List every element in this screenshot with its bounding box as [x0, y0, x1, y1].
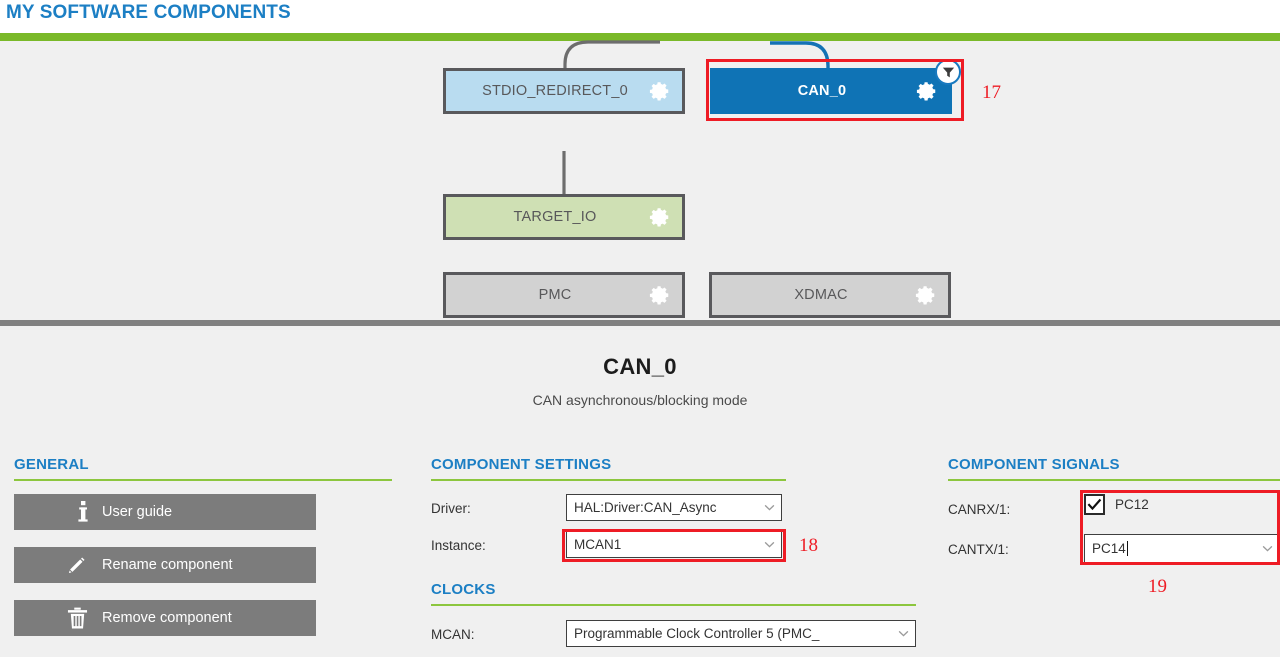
button-label: Rename component: [102, 557, 233, 573]
driver-label: Driver:: [431, 501, 471, 516]
text-caret: [1126, 541, 1128, 556]
block-xdmac[interactable]: XDMAC: [709, 272, 951, 318]
annotation-number-19: 19: [1148, 576, 1167, 597]
component-detail-panel: CAN_0 CAN asynchronous/blocking mode GEN…: [0, 326, 1280, 657]
section-rule-component-settings: [431, 479, 786, 481]
section-heading-component-signals: COMPONENT SIGNALS: [948, 456, 1120, 473]
user-guide-button[interactable]: User guide: [14, 494, 316, 530]
detail-title: CAN_0: [603, 354, 677, 379]
connector-wires: [563, 40, 830, 91]
diagram-canvas[interactable]: STDIO_REDIRECT_0 CAN_0: [0, 40, 1280, 320]
cantx-combobox[interactable]: PC14: [1084, 534, 1280, 563]
block-pmc[interactable]: PMC: [443, 272, 685, 318]
cantx-value-wrap: PC14: [1085, 541, 1255, 556]
chevron-down-icon[interactable]: [1255, 545, 1279, 552]
block-target-io[interactable]: TARGET_IO: [443, 194, 685, 240]
filter-icon[interactable]: [935, 59, 961, 85]
annotation-number-18: 18: [799, 535, 818, 556]
driver-value: HAL:Driver:CAN_Async: [574, 500, 717, 515]
info-icon: [14, 501, 88, 523]
detail-subtitle: CAN asynchronous/blocking mode: [532, 392, 748, 408]
gear-icon[interactable]: [638, 206, 682, 228]
block-label: STDIO_REDIRECT_0: [482, 83, 628, 99]
block-can-0[interactable]: CAN_0: [710, 68, 952, 114]
mcan-clock-label: MCAN:: [431, 627, 475, 642]
button-label: Remove component: [102, 610, 232, 626]
header-accent-rule: [0, 33, 1280, 41]
connector-stdio-target: [562, 151, 566, 196]
gear-icon[interactable]: [905, 80, 949, 102]
block-label: PMC: [538, 287, 572, 303]
panel-splitter[interactable]: [0, 320, 1280, 326]
section-rule-clocks: [431, 604, 916, 606]
gear-icon[interactable]: [638, 80, 682, 102]
cantx-label: CANTX/1:: [948, 542, 1009, 557]
gear-icon[interactable]: [904, 284, 948, 306]
gear-icon[interactable]: [638, 284, 682, 306]
canrx-checkbox-row[interactable]: PC12: [1084, 494, 1149, 515]
canrx-value: PC12: [1115, 497, 1149, 512]
section-rule-general: [14, 479, 392, 481]
chevron-down-icon[interactable]: [757, 541, 781, 548]
annotation-number-17: 17: [982, 82, 1001, 103]
block-label: XDMAC: [794, 287, 848, 303]
button-label: User guide: [102, 504, 173, 520]
block-stdio-redirect-0[interactable]: STDIO_REDIRECT_0: [443, 68, 685, 114]
canrx-label: CANRX/1:: [948, 502, 1011, 517]
cantx-value: PC14: [1092, 541, 1126, 556]
mcan-clock-combobox[interactable]: Programmable Clock Controller 5 (PMC_: [566, 620, 916, 647]
section-heading-component-settings: COMPONENT SETTINGS: [431, 456, 612, 473]
block-label: CAN_0: [797, 83, 847, 99]
instance-label: Instance:: [431, 538, 486, 553]
driver-combobox[interactable]: HAL:Driver:CAN_Async: [566, 494, 782, 521]
header-bar: MY SOFTWARE COMPONENTS: [0, 0, 1280, 32]
rename-component-button[interactable]: Rename component: [14, 547, 316, 583]
canrx-checkbox[interactable]: [1084, 494, 1105, 515]
instance-value: MCAN1: [574, 537, 622, 552]
remove-component-button[interactable]: Remove component: [14, 600, 316, 636]
section-heading-general: GENERAL: [14, 456, 89, 473]
section-heading-clocks: CLOCKS: [431, 581, 496, 598]
section-rule-component-signals: [948, 479, 1280, 481]
instance-combobox[interactable]: MCAN1: [566, 531, 782, 558]
mcan-clock-value: Programmable Clock Controller 5 (PMC_: [574, 626, 820, 641]
block-label: TARGET_IO: [513, 209, 597, 225]
trash-icon: [14, 607, 88, 630]
chevron-down-icon[interactable]: [757, 504, 781, 511]
pencil-icon: [14, 554, 88, 577]
chevron-down-icon[interactable]: [891, 630, 915, 637]
page-title: MY SOFTWARE COMPONENTS: [6, 2, 291, 23]
